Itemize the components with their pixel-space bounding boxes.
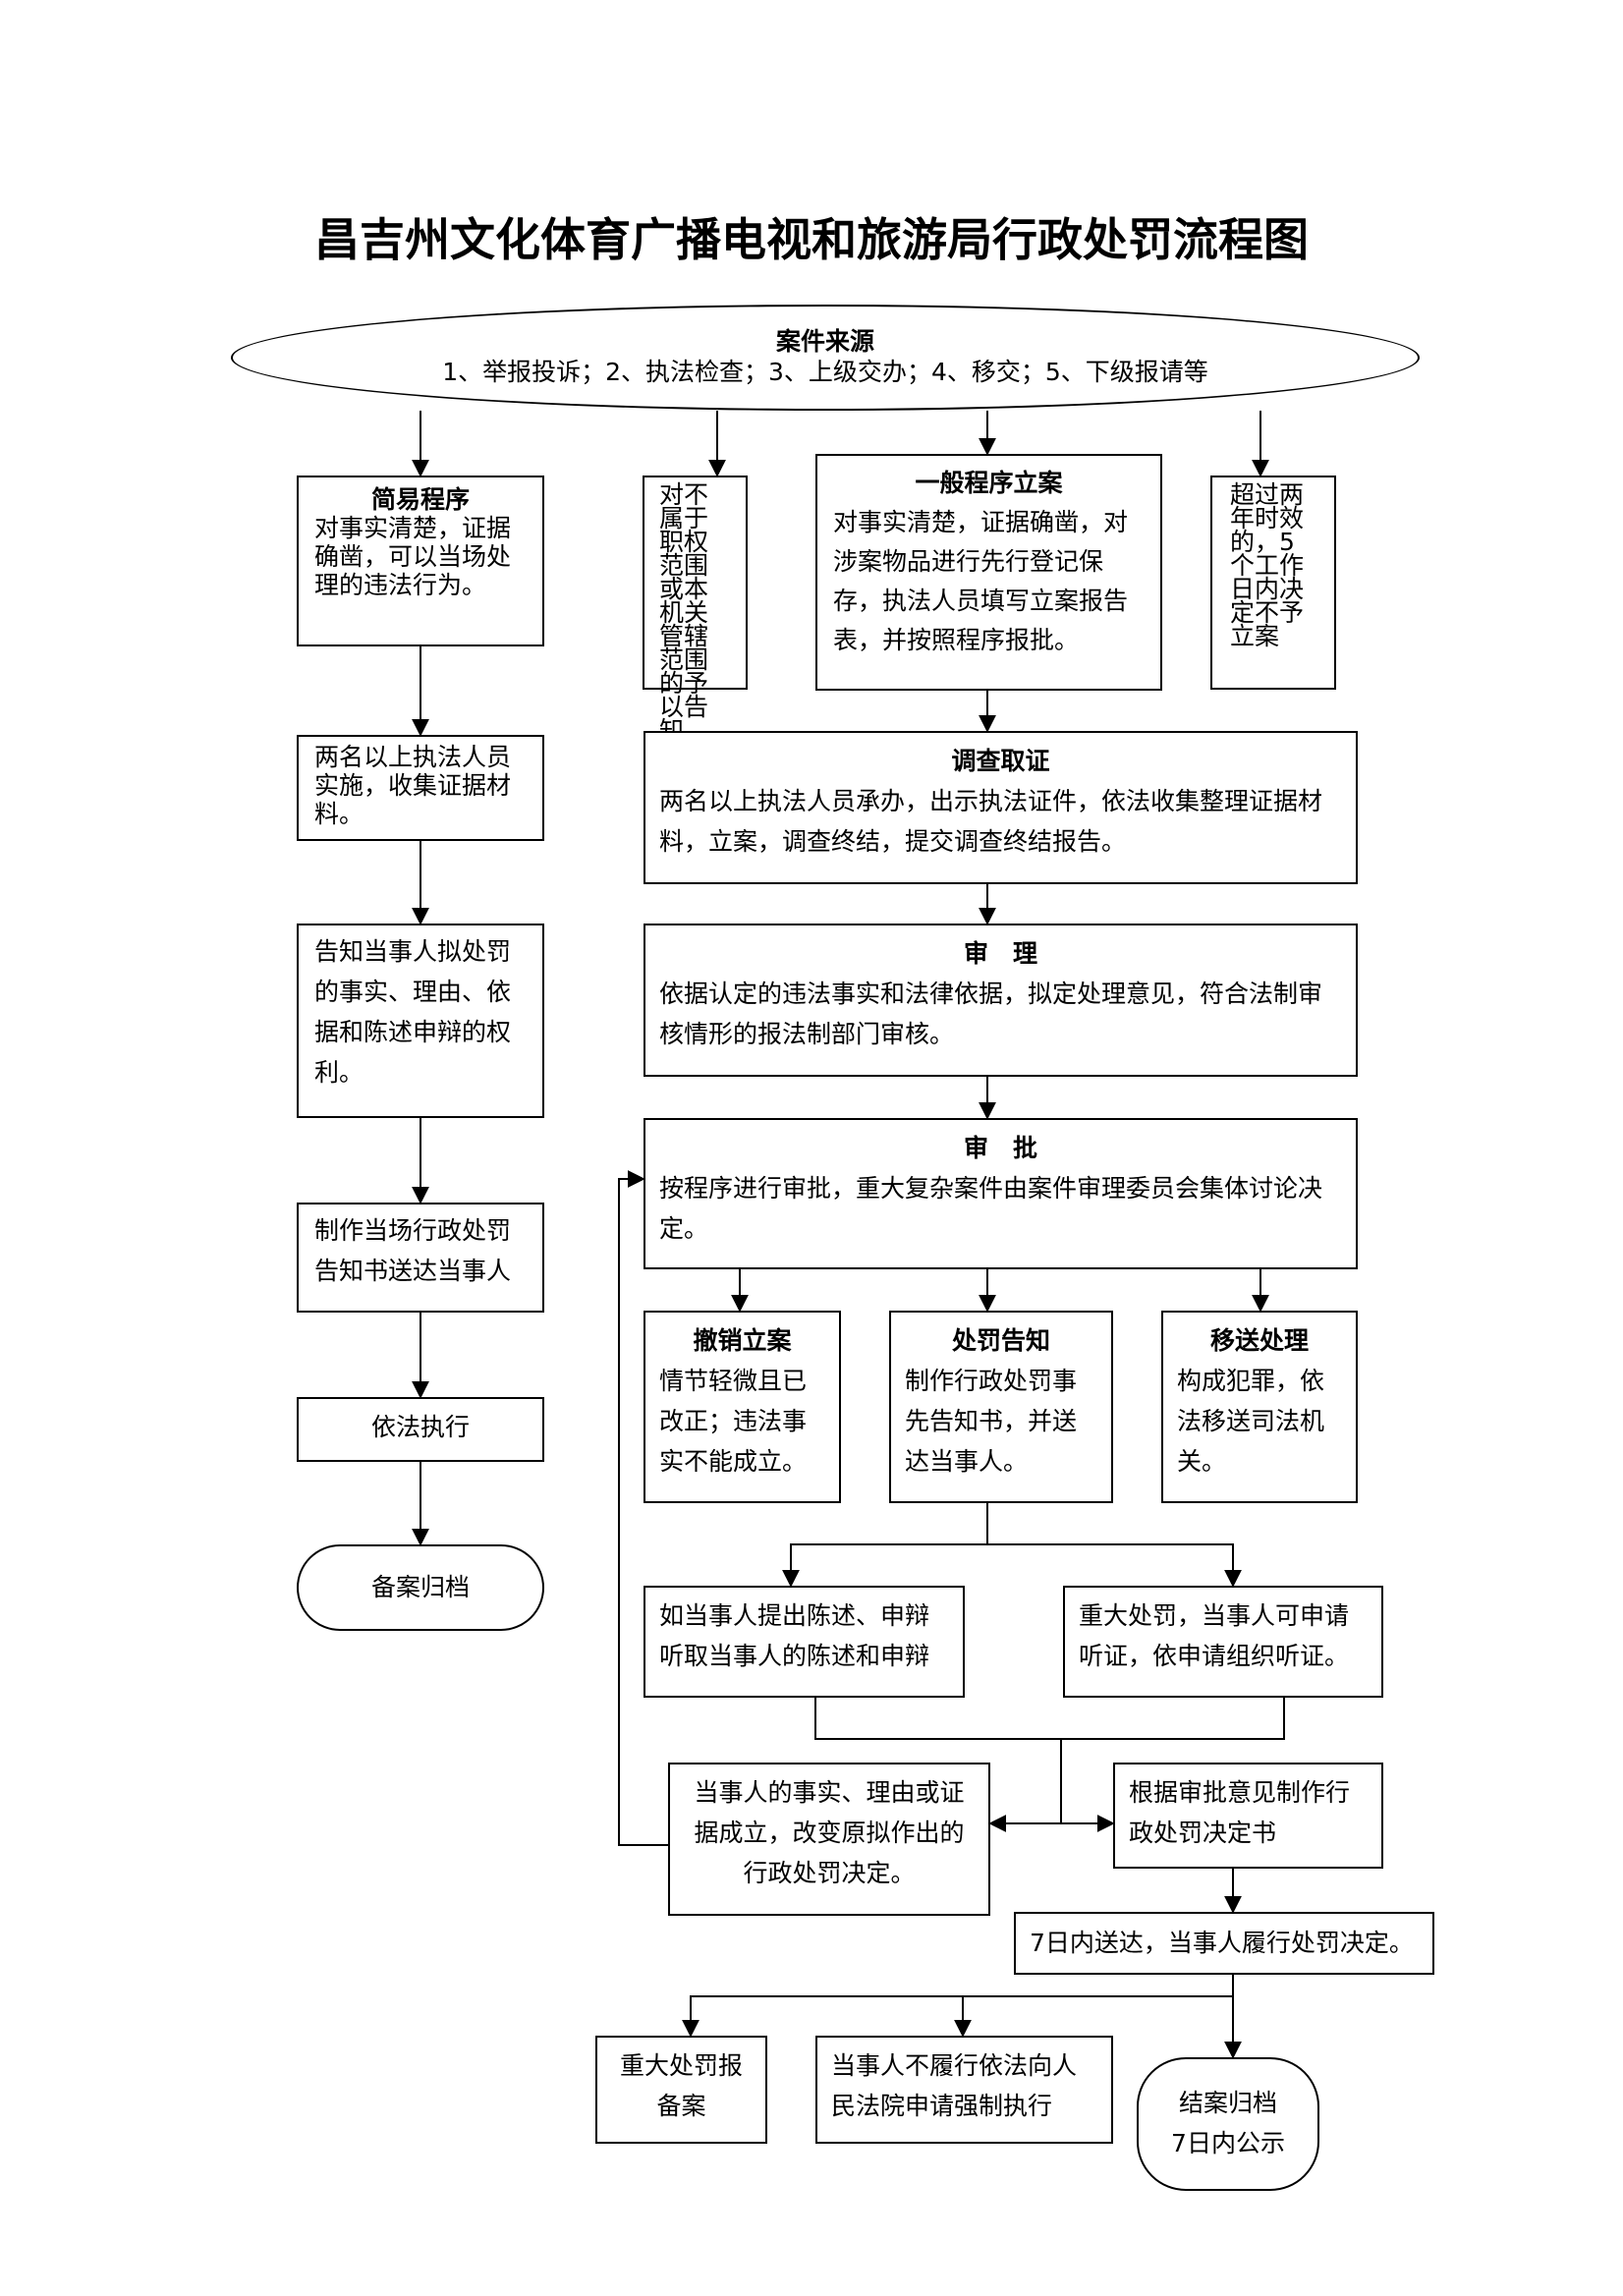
decision-box: 根据审批意见制作行政处罚决定书	[1113, 1763, 1383, 1869]
transfer-box: 移送处理 构成犯罪，依法移送司法机关。	[1161, 1311, 1358, 1503]
hearing-box: 重大处罚，当事人可申请听证，依申请组织听证。	[1063, 1586, 1383, 1698]
approve-box: 审 批 按程序进行审批，重大复杂案件由案件审理委员会集体讨论决定。	[644, 1118, 1358, 1269]
general-procedure-box: 一般程序立案 对事实清楚，证据确凿，对涉案物品进行先行登记保存，执法人员填写立案…	[815, 454, 1162, 691]
left-step-2: 告知当事人拟处罚的事实、理由、依据和陈述申辩的权利。	[297, 924, 544, 1118]
general-procedure-heading: 一般程序立案	[915, 469, 1063, 497]
deliver-text: 7日内送达，当事人履行处罚决定。	[1030, 1929, 1414, 1957]
close-case-line1: 结案归档	[1178, 2089, 1277, 2117]
enforce-text: 当事人不履行依法向人民法院申请强制执行	[831, 2051, 1078, 2120]
revoke-text: 情节轻微且已改正；违法事实不能成立。	[659, 1367, 808, 1476]
archive-text: 备案归档	[370, 1573, 470, 1601]
major-record-box: 重大处罚报备案	[595, 2036, 767, 2144]
statement-box: 如当事人提出陈述、申辩听取当事人的陈述和申辩	[644, 1586, 965, 1698]
transfer-heading: 移送处理	[1209, 1326, 1309, 1355]
expired-box: 超过两年时效的，5个工作日内决定不予立案	[1210, 476, 1336, 690]
investigate-text: 两名以上执法人员承办，出示执法证件，依法收集整理证据材料，立案，调查终结，提交调…	[659, 787, 1323, 856]
deliver-box: 7日内送达，当事人履行处罚决定。	[1014, 1912, 1434, 1975]
case-source-heading: 案件来源	[775, 327, 874, 356]
notice-heading: 处罚告知	[951, 1326, 1050, 1355]
simple-procedure-heading: 简易程序	[370, 485, 470, 514]
change-decision-box: 当事人的事实、理由或证据成立，改变原拟作出的行政处罚决定。	[668, 1763, 990, 1916]
revoke-heading: 撤销立案	[693, 1326, 792, 1355]
major-record-text: 重大处罚报备案	[619, 2051, 743, 2120]
notice-box: 处罚告知 制作行政处罚事先告知书，并送达当事人。	[889, 1311, 1113, 1503]
case-source-text: 1、举报投诉；2、执法检查；3、上级交办；4、移交；5、下级报请等	[442, 358, 1208, 386]
notice-text: 制作行政处罚事先告知书，并送达当事人。	[905, 1367, 1078, 1476]
general-procedure-text: 对事实清楚，证据确凿，对涉案物品进行先行登记保存，执法人员填写立案报告表，并按照…	[833, 508, 1129, 654]
investigate-box: 调查取证 两名以上执法人员承办，出示执法证件，依法收集整理证据材料，立案，调查终…	[644, 731, 1358, 884]
close-case-pill: 结案归档 7日内公示	[1137, 2057, 1319, 2191]
approve-heading: 审 批	[963, 1134, 1037, 1162]
simple-procedure-box: 简易程序 对事实清楚，证据确凿，可以当场处理的违法行为。	[297, 476, 544, 646]
simple-procedure-text: 对事实清楚，证据确凿，可以当场处理的违法行为。	[314, 514, 512, 599]
investigate-heading: 调查取证	[951, 747, 1050, 775]
review-box: 审 理 依据认定的违法事实和法律依据，拟定处理意见，符合法制审核情形的报法制部门…	[644, 924, 1358, 1077]
case-source-ellipse: 案件来源 1、举报投诉；2、执法检查；3、上级交办；4、移交；5、下级报请等	[231, 305, 1420, 411]
review-heading: 审 理	[963, 939, 1037, 968]
close-case-line2: 7日内公示	[1171, 2129, 1285, 2157]
page-title: 昌吉州文化体育广播电视和旅游局行政处罚流程图	[314, 213, 1309, 266]
left-step-3-text: 制作当场行政处罚告知书送达当事人	[314, 1216, 512, 1285]
left-step-4: 依法执行	[297, 1397, 544, 1462]
review-text: 依据认定的违法事实和法律依据，拟定处理意见，符合法制审核情形的报法制部门审核。	[659, 980, 1323, 1048]
left-step-2-text: 告知当事人拟处罚的事实、理由、依据和陈述申辩的权利。	[314, 937, 512, 1087]
not-jurisdiction-text: 对不属于职权范围或本机关管辖范围的予以告知	[659, 480, 709, 743]
decision-text: 根据审批意见制作行政处罚决定书	[1129, 1778, 1351, 1847]
left-step-4-text: 依法执行	[370, 1413, 470, 1441]
enforce-box: 当事人不履行依法向人民法院申请强制执行	[815, 2036, 1113, 2144]
left-step-1: 两名以上执法人员实施，收集证据材料。	[297, 735, 544, 841]
statement-text: 如当事人提出陈述、申辩听取当事人的陈述和申辩	[659, 1601, 930, 1670]
revoke-box: 撤销立案 情节轻微且已改正；违法事实不能成立。	[644, 1311, 841, 1503]
change-decision-text: 当事人的事实、理由或证据成立，改变原拟作出的行政处罚决定。	[694, 1778, 965, 1887]
archive-pill: 备案归档	[297, 1544, 544, 1631]
not-jurisdiction-box: 对不属于职权范围或本机关管辖范围的予以告知	[643, 476, 748, 743]
left-step-1-text: 两名以上执法人员实施，收集证据材料。	[314, 743, 512, 828]
left-step-3: 制作当场行政处罚告知书送达当事人	[297, 1203, 544, 1313]
expired-text: 超过两年时效的，5个工作日内决定不予立案	[1230, 480, 1305, 650]
hearing-text: 重大处罚，当事人可申请听证，依申请组织听证。	[1079, 1601, 1350, 1670]
approve-text: 按程序进行审批，重大复杂案件由案件审理委员会集体讨论决定。	[659, 1174, 1323, 1243]
transfer-text: 构成犯罪，依法移送司法机关。	[1177, 1367, 1325, 1476]
